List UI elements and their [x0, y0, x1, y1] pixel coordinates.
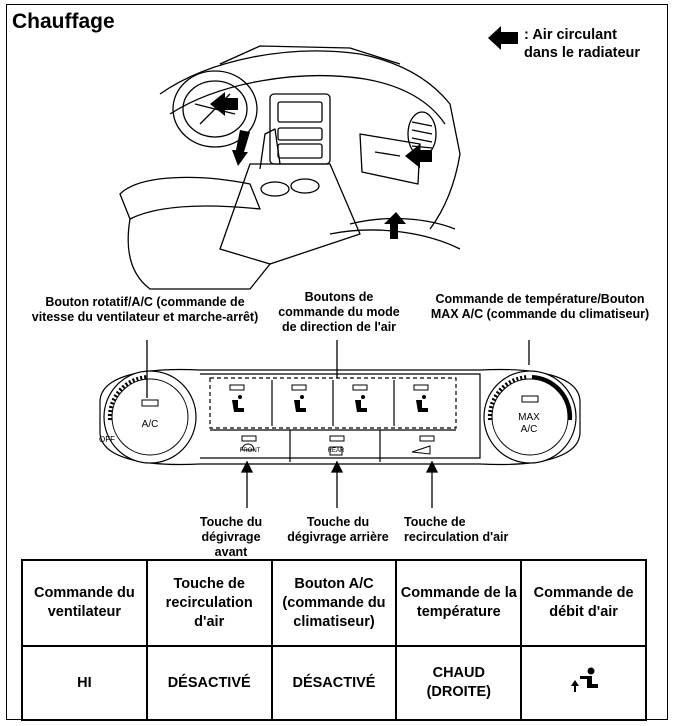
climate-control-panel — [99, 368, 581, 466]
table-row: HI DÉSACTIVÉ DÉSACTIVÉ CHAUD (DROITE) — [21, 645, 647, 721]
table-header-cell: Commande du ventilateur — [21, 559, 148, 647]
table-cell: HI — [21, 645, 148, 721]
rear-defrost-annotation: Touche du dégivrage arrière — [287, 515, 389, 544]
table-header-cell: Commande de la température — [395, 559, 523, 647]
max-ac-label: A/C — [520, 424, 538, 435]
max-label: MAX — [518, 412, 540, 423]
front-label: FRONT — [239, 448, 261, 454]
legend: : Air circulant dans le radiateur — [488, 26, 654, 62]
page-title: Chauffage — [12, 10, 115, 33]
temperature-knob[interactable] — [483, 370, 577, 464]
settings-table: Commande du ventilateur Touche de recirc… — [21, 559, 647, 721]
table-header-cell: Commande de débit d'air — [520, 559, 647, 647]
table-cell — [520, 645, 647, 721]
fan-knob[interactable] — [103, 370, 197, 464]
table-cell: CHAUD (DROITE) — [395, 645, 523, 721]
rear-label: REAR — [327, 448, 345, 454]
floor-airflow-mode-icon — [570, 667, 598, 692]
front-defrost-annotation: Touche du dégivrage avant — [199, 515, 263, 559]
fan-knob-annotation: Bouton rotatif/A/C (commande de vitesse … — [31, 295, 259, 324]
dashboard-illustration — [119, 45, 461, 290]
mode-buttons-annotation: Boutons de commande du mode de direction… — [278, 290, 400, 334]
recirc-annotation: Touche de recirculation d'air — [404, 515, 509, 544]
black-arrow-left-icon — [488, 26, 518, 50]
table-cell: DÉSACTIVÉ — [270, 645, 398, 721]
fan-knob-label: A/C — [141, 419, 159, 430]
table-header-row: Commande du ventilateur Touche de recirc… — [21, 559, 647, 647]
table-header-cell: Touche de recirculation d'air — [145, 559, 273, 647]
legend-text: : Air circulant dans le radiateur — [524, 27, 641, 61]
temp-knob-annotation: Commande de température/Bouton MAX A/C (… — [430, 292, 650, 321]
off-label: OFF — [99, 435, 115, 444]
table-header-cell: Bouton A/C (commande du climatiseur) — [270, 559, 398, 647]
table-cell: DÉSACTIVÉ — [145, 645, 273, 721]
